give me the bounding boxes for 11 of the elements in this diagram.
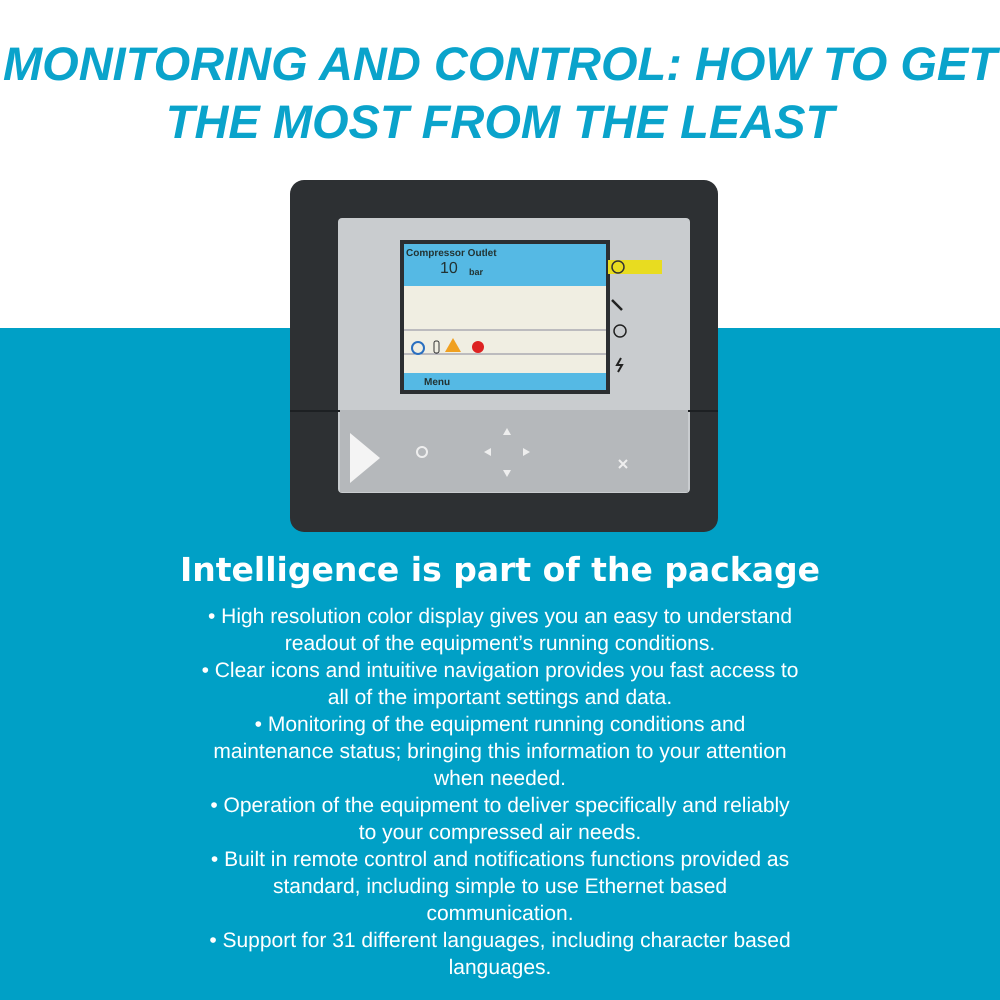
bullet-text: • Operation of the equipment to deliver specifically and reliably to your compressed air needs. — [209, 793, 791, 846]
subheading: Intelligence is part of the package — [179, 549, 821, 591]
bullet-text: • Clear icons and intuitive navigation provides you fast access to all of the important settings and data. — [200, 658, 800, 711]
bullet-text: • Built in remote control and notifications functions provided as standard, including simple to use Ethernet based communication. — [210, 847, 790, 927]
bullet-text: • Support for 31 different languages, including character based languages. — [208, 928, 792, 981]
bullet-text: • High resolution color display gives you an easy to understand readout of the equipment’s running conditions. — [206, 604, 794, 657]
pressure-unit: bar — [469, 267, 484, 277]
bullet-text: • Monitoring of the equipment running conditions and maintenance status; bringing this information to your attention when needed. — [212, 712, 788, 792]
pressure-value: 10 — [440, 260, 458, 278]
screen-heading: Compressor Outlet — [406, 248, 497, 259]
menu-label: Menu — [424, 377, 450, 388]
